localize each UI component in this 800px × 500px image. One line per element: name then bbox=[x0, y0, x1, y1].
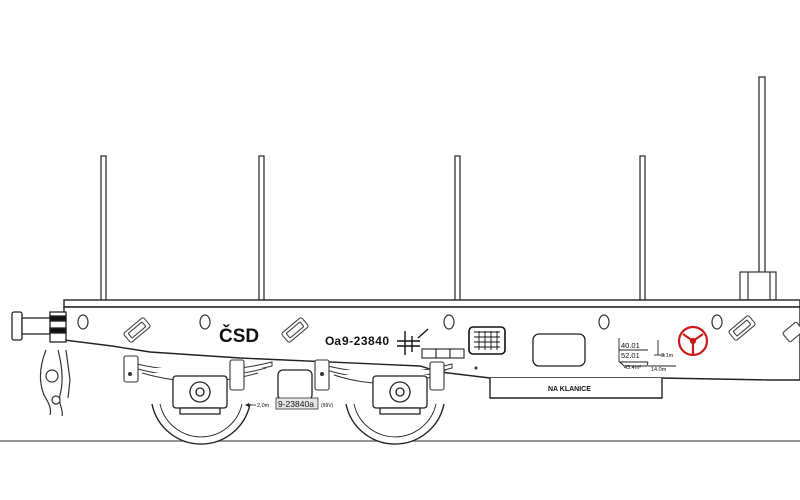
buffer-band-bottom bbox=[49, 327, 67, 334]
stake-clamp bbox=[739, 271, 777, 301]
axle-box-left bbox=[172, 375, 228, 415]
buffer-band-top bbox=[49, 315, 67, 322]
placard-board bbox=[489, 378, 663, 399]
load-row-2: 52.01 bbox=[621, 351, 640, 360]
frame-number: 9-23840a bbox=[278, 399, 314, 409]
spring-hangers bbox=[123, 355, 445, 391]
axle-boxes bbox=[172, 375, 428, 415]
deck-top bbox=[63, 299, 800, 308]
axle-spacing: 2,0m bbox=[257, 403, 270, 409]
stake-3 bbox=[454, 155, 461, 303]
stake-4 bbox=[639, 155, 646, 303]
wagon-width: 3.1m bbox=[661, 353, 674, 359]
load-row-1: 40.01 bbox=[621, 341, 640, 350]
wagon-number: 9-23840 bbox=[342, 334, 390, 348]
stake-2 bbox=[258, 155, 265, 303]
inspection-panel bbox=[532, 333, 586, 367]
leaf-springs bbox=[127, 361, 453, 384]
grid-panel bbox=[468, 326, 506, 355]
bolts bbox=[128, 366, 478, 376]
class-prefix: Oa bbox=[325, 334, 341, 348]
stake-1 bbox=[100, 155, 107, 303]
floor-area: 43.4m² bbox=[624, 365, 641, 371]
placard-text: NA KLANICE bbox=[548, 386, 591, 393]
stakes bbox=[100, 76, 766, 303]
frame-note: (99V) bbox=[321, 403, 334, 409]
brake-symbol bbox=[397, 328, 429, 355]
buffer bbox=[11, 311, 67, 343]
owner-mark: ČSD bbox=[219, 325, 259, 347]
coupling-gear bbox=[39, 349, 71, 417]
lashing-holes bbox=[77, 314, 723, 330]
marking-boxes bbox=[421, 348, 465, 359]
wagon-length: 14.0m bbox=[651, 367, 667, 373]
load-table bbox=[618, 338, 676, 367]
hand-brake-wheel bbox=[677, 325, 709, 357]
stake-5 bbox=[758, 76, 766, 303]
frame-box bbox=[277, 369, 313, 401]
frame-number-plate bbox=[275, 397, 319, 410]
axle-box-right bbox=[372, 375, 428, 415]
